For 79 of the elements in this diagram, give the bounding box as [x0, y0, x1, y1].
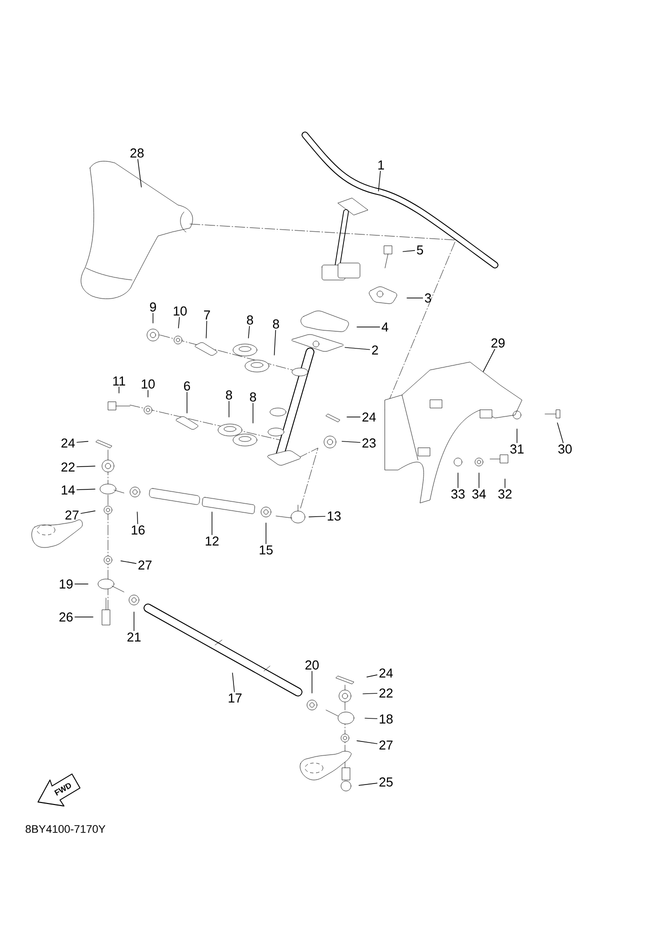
callout-number: 4 — [382, 322, 388, 332]
callout-number: 8 — [250, 392, 256, 402]
leader-line — [74, 616, 94, 618]
callout-number: 10 — [174, 306, 187, 316]
leader-line — [186, 392, 188, 414]
leader-line — [504, 478, 506, 488]
callout-number: 26 — [59, 612, 73, 622]
callout-number: 22 — [379, 688, 393, 698]
leader-line — [137, 158, 142, 188]
callout-number: 8 — [226, 390, 232, 400]
leader-line — [557, 422, 564, 444]
callout-number: 32 — [498, 489, 512, 499]
leader-line — [356, 740, 378, 744]
callout-number: 11 — [113, 376, 126, 386]
callout-number: 30 — [558, 444, 572, 454]
callout-number: 22 — [61, 462, 75, 472]
callout-number: 5 — [416, 246, 424, 255]
callout-number: 2 — [372, 345, 378, 355]
callout-number: 8 — [272, 319, 280, 329]
callout-number: 24 — [379, 668, 393, 678]
callout-number: 29 — [491, 338, 505, 348]
callout-number: 25 — [379, 777, 393, 787]
leader-line — [152, 312, 154, 324]
leader-line — [358, 782, 378, 786]
leader-line — [378, 170, 381, 192]
leader-line — [478, 472, 480, 488]
leader-line — [228, 400, 230, 418]
leader-line — [342, 440, 360, 443]
leader-line — [364, 718, 378, 720]
leader-line — [232, 672, 235, 692]
callout-number: 13 — [328, 511, 341, 521]
leader-line — [178, 316, 180, 328]
leader-line — [76, 441, 88, 443]
callout-number: 31 — [510, 444, 524, 454]
leader-line — [120, 560, 136, 564]
callout-number: 33 — [451, 489, 465, 499]
callout-number: 10 — [142, 379, 155, 389]
leader-line — [252, 402, 254, 424]
leader-line — [308, 516, 326, 518]
callout-number: 17 — [228, 694, 242, 702]
leader-line — [346, 416, 360, 418]
callout-number: 9 — [150, 302, 156, 312]
callout-number: 3 — [424, 293, 432, 303]
leader-line — [248, 326, 250, 338]
callout-number: 14 — [62, 486, 75, 494]
callout-number: 12 — [206, 536, 219, 546]
leader-line — [356, 326, 380, 328]
callout-number: 27 — [65, 510, 79, 520]
leader-line — [482, 348, 496, 372]
leader-line — [76, 466, 96, 468]
leader-line — [76, 488, 96, 490]
callout-number: 16 — [132, 525, 145, 535]
leader-line — [118, 386, 120, 394]
leader-line — [402, 250, 416, 252]
callout-number: 27 — [138, 560, 152, 570]
callout-number: 7 — [204, 310, 210, 320]
callout-number: 19 — [60, 579, 73, 589]
callout-number: 20 — [305, 660, 319, 670]
callout-number: 21 — [127, 632, 141, 642]
callout-number: 1 — [378, 160, 384, 170]
callout-number: 24 — [61, 438, 75, 448]
callout-number: 27 — [379, 740, 393, 750]
leader-line — [274, 330, 276, 356]
leader-line — [136, 512, 138, 524]
callout-number: 28 — [130, 148, 144, 158]
leader-line — [366, 674, 378, 678]
leader-line — [516, 428, 518, 444]
leader-line — [362, 692, 378, 694]
callout-number: 34 — [472, 489, 486, 499]
callout-number: 23 — [362, 438, 376, 448]
callout-number: 18 — [380, 714, 393, 724]
leader-line — [206, 320, 208, 338]
leader-line — [344, 347, 370, 350]
callout-number: 6 — [184, 381, 190, 391]
callout-number: 15 — [260, 546, 273, 555]
callout-number: 8 — [246, 315, 254, 325]
callout-number: 24 — [362, 412, 376, 422]
figure-code: 8BY4100-7170Y — [26, 825, 106, 833]
leader-line — [80, 510, 96, 514]
